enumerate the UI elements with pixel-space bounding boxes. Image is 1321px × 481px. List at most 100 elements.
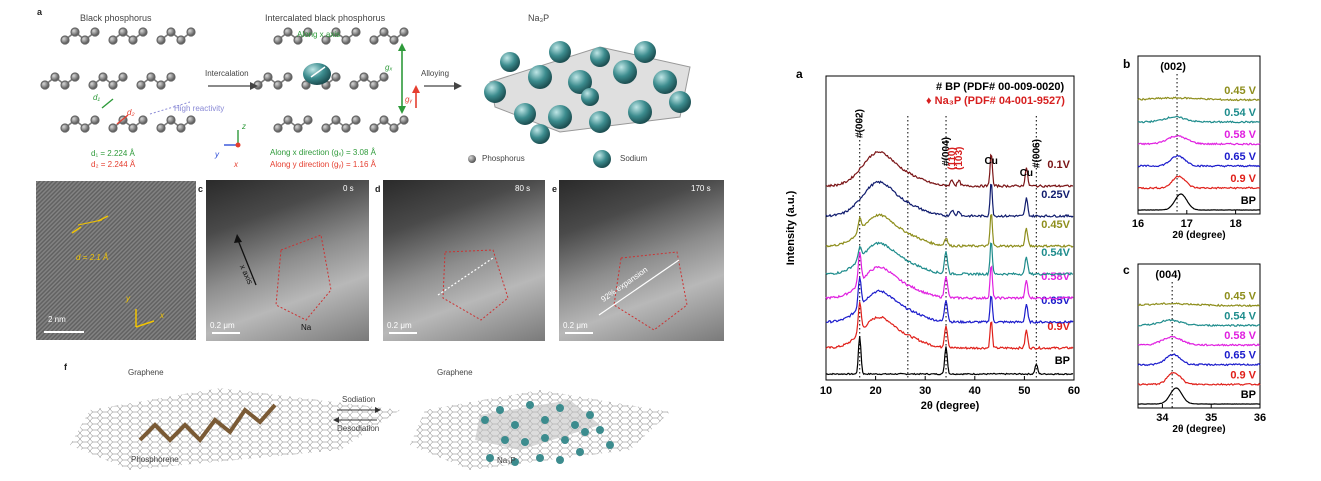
chart-b-frame — [1137, 55, 1261, 215]
sodium-ball — [486, 454, 494, 462]
sodium-atom — [628, 100, 652, 124]
xrd-b-series-label: 0.9 V — [1230, 173, 1256, 185]
sodium-atom — [653, 70, 677, 94]
phosphorus-atom — [118, 27, 128, 37]
xrd-c-curve — [1137, 302, 1261, 308]
sodium-atom — [484, 81, 506, 103]
chart-a-tick-label: 30 — [919, 385, 931, 397]
phosphorus-atom — [369, 80, 379, 90]
phosphorus-atom — [60, 35, 70, 45]
chart-a-annotation: (110) — [947, 147, 958, 170]
chart-b-tick-label: 16 — [1132, 218, 1144, 230]
phosphorus-atom — [331, 27, 341, 37]
along-x-axis-label: Along x axis — [297, 30, 341, 39]
xrd-series-label: BP — [1055, 355, 1070, 367]
xrd-c-series-label: BP — [1241, 389, 1256, 401]
tem-image-170s: 170 s 0.2 μm 92% expansion — [559, 180, 724, 341]
phosphorus-legend-label: Phosphorus — [482, 154, 525, 163]
phosphorus-atom — [359, 72, 369, 82]
phosphorus-atom — [128, 123, 138, 133]
sodium-ball — [521, 438, 529, 446]
chart-a-tick-label: 10 — [820, 385, 832, 397]
tem-time-80s: 80 s — [515, 184, 531, 193]
na-label: Na — [301, 323, 312, 332]
chart-b-tick-label: 18 — [1229, 218, 1241, 230]
phosphorus-atom — [341, 123, 351, 133]
sodium-ball — [501, 436, 509, 444]
phosphorus-atom — [98, 72, 108, 82]
xrd-b-series-label: 0.54 V — [1224, 107, 1256, 119]
chart-c-tick-label: 36 — [1254, 412, 1266, 424]
phosphorus-atom — [369, 35, 379, 45]
xrd-b-curve — [1137, 115, 1261, 124]
sodiation-label: Sodiation — [342, 395, 376, 404]
sodium-ball — [596, 426, 604, 434]
xrd-b-curve — [1137, 175, 1261, 190]
phosphorus-atom — [273, 80, 283, 90]
phosphorus-atom — [70, 27, 80, 37]
chart-c-xlabel: 2θ (degree) — [1172, 424, 1225, 435]
phosphorus-atom — [379, 72, 389, 82]
xrd-c-curve — [1137, 387, 1260, 405]
chart-a-annotation: (103) — [954, 147, 965, 170]
phosphorus-atom — [263, 72, 273, 82]
panel-a-structures — [40, 27, 691, 168]
xrd-b-curve — [1137, 193, 1261, 211]
phosphorus-atom — [108, 80, 118, 90]
phosphorus-atom — [303, 27, 313, 37]
intercalated-title: Intercalated black phosphorus — [265, 13, 386, 23]
chart-c-tick-label: 34 — [1156, 412, 1169, 424]
phosphorus-atom — [60, 123, 70, 133]
sodium-ball — [556, 456, 564, 464]
d1-label: d₁ — [93, 93, 100, 102]
phosphorus-atom — [331, 115, 341, 125]
panel-d-letter: d — [375, 184, 381, 194]
chart-a-frame — [825, 75, 1075, 381]
gy-arrowhead — [412, 85, 420, 93]
black-phosphorus-title: Black phosphorus — [80, 13, 152, 23]
phosphorus-atom — [303, 115, 313, 125]
chart-a-xlabel: 2θ (degree) — [921, 400, 980, 412]
xrd-c-series-label: 0.58 V — [1224, 330, 1256, 342]
phosphorus-atom — [176, 35, 186, 45]
phosphorus-atom — [351, 27, 361, 37]
phosphorus-atom — [70, 72, 80, 82]
phosphorus-atom — [136, 80, 146, 90]
phosphorus-atom — [341, 35, 351, 45]
high-reactivity-line — [149, 101, 191, 115]
chart-a-annotation: #(004) — [941, 137, 952, 166]
sodium-ball — [481, 416, 489, 424]
phosphorus-atom — [156, 80, 166, 90]
phosphorus-atom — [60, 80, 70, 90]
chart-c-peak-label: (004) — [1155, 269, 1181, 281]
phosphorus-atom — [156, 35, 166, 45]
x-axis-dot — [235, 142, 241, 148]
xrd-curve-0.45V — [825, 213, 1074, 248]
gx-arrowhead-bottom — [398, 106, 406, 114]
chart-a-annotation: #(006) — [1031, 139, 1042, 168]
y-axis-label: y — [215, 150, 219, 159]
phosphorus-atom — [176, 123, 186, 133]
xrd-b-curve — [1137, 154, 1261, 168]
phosphorus-atom — [166, 115, 176, 125]
tem-scale-e: 0.2 μm — [563, 321, 588, 330]
xrd-curve-0.65V — [825, 277, 1074, 325]
sodium-ball — [496, 406, 504, 414]
xrd-b-series-label: BP — [1241, 195, 1256, 207]
xrd-series-label: 0.65V — [1041, 295, 1070, 307]
hrtem-scale-label: 2 nm — [48, 315, 66, 324]
xrd-c-series-label: 0.54 V — [1224, 310, 1256, 322]
xrd-curve-0.58V — [825, 251, 1074, 301]
phosphorus-atom — [80, 35, 90, 45]
sodiation-arrowhead — [375, 407, 381, 413]
panel-f-letter: f — [64, 362, 67, 372]
z-axis-label: z — [242, 122, 246, 131]
sodium-ball — [606, 441, 614, 449]
na3p-title: Na₃P — [528, 13, 550, 23]
chart-b-peak-label: (002) — [1160, 61, 1186, 73]
xrd-curve-0.25V — [825, 180, 1074, 219]
phosphorus-atom — [70, 115, 80, 125]
xrd-c-series-label: 0.9 V — [1230, 369, 1256, 381]
phosphorus-atom — [293, 123, 303, 133]
